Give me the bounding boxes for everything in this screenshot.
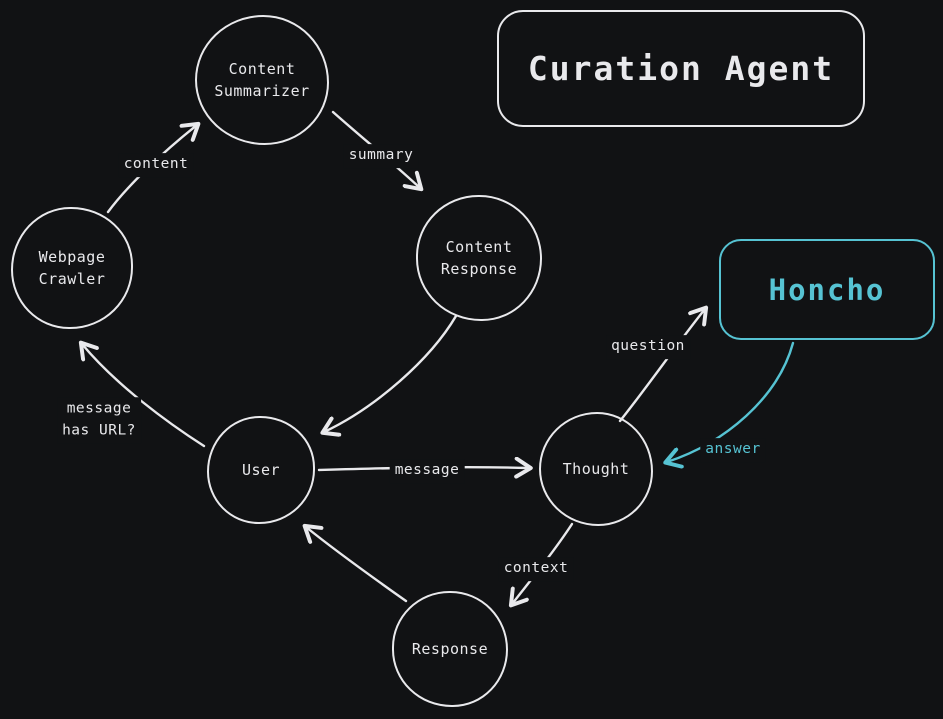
node-user-label: User [241,460,281,479]
edge-thought-to-honcho [618,309,705,423]
node-webpage-crawler: Webpage Crawler [11,207,133,329]
edge-label-message: message [389,459,465,483]
edge-label-summary: summary [343,144,419,168]
edge-honcho-to-thought [667,341,795,462]
node-content-response-label: Content Response [440,237,518,279]
node-content-summarizer: Content Summarizer [195,15,329,145]
title-box: Curation Agent [497,10,865,127]
edge-user-to-crawler [82,344,206,448]
node-user: User [207,416,315,524]
diagram-title: Curation Agent [527,49,835,88]
edge-label-answer: answer [700,438,766,462]
honcho-box: Honcho [719,239,935,340]
node-webpage-crawler-label: Webpage Crawler [38,247,106,289]
honcho-label: Honcho [768,272,886,307]
node-thought-label: Thought [562,459,630,478]
edge-content-response-to-user [324,314,458,432]
edge-response-to-user [306,527,408,603]
edge-label-question: question [606,335,690,359]
node-response: Response [392,591,508,707]
node-content-response: Content Response [416,195,542,321]
node-content-summarizer-label: Content Summarizer [214,59,310,101]
edge-label-message-has-url: message has URL? [57,397,141,443]
node-thought: Thought [539,412,653,526]
edge-label-context: context [498,557,574,581]
edge-label-content: content [118,153,194,177]
node-response-label: Response [411,639,489,658]
